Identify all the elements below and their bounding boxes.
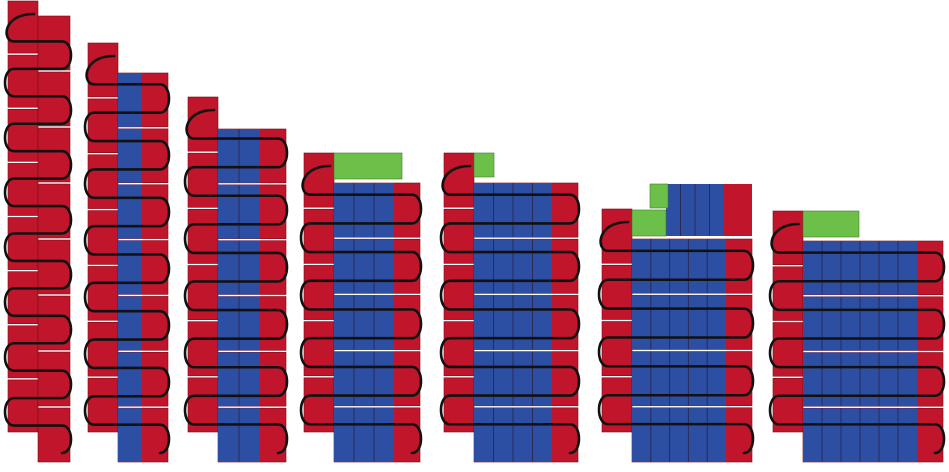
blue-region — [334, 407, 394, 462]
blue-region — [334, 351, 394, 406]
right-segment — [37, 183, 71, 239]
left-segment — [443, 152, 475, 208]
green-block — [802, 210, 860, 238]
right-segment — [37, 239, 71, 295]
left-segment — [601, 264, 633, 320]
left-segment — [7, 0, 39, 54]
left-segment — [303, 208, 335, 264]
stage-4 — [299, 152, 423, 463]
serpentine-path — [183, 108, 289, 455]
stage-2 — [83, 42, 171, 463]
left-segment — [187, 209, 219, 264]
blue-region — [118, 240, 142, 295]
blue-region — [632, 407, 726, 462]
blue-region — [118, 352, 142, 407]
blue-region — [632, 295, 726, 350]
blue-region — [118, 296, 142, 351]
left-segment — [303, 265, 335, 320]
blue-region — [632, 351, 726, 406]
left-segment — [443, 265, 475, 320]
right-segment — [37, 295, 71, 351]
right-segment — [37, 71, 71, 127]
left-segment — [187, 265, 219, 320]
serpentine-path — [597, 220, 755, 455]
blue-region — [118, 128, 142, 183]
blue-region — [334, 183, 394, 238]
left-segment — [87, 210, 119, 265]
blue-region — [334, 239, 394, 294]
serpentine-path — [83, 54, 171, 455]
serpentine-path — [299, 164, 423, 455]
stage-6 — [597, 183, 755, 463]
left-segment — [7, 163, 39, 216]
stage-3 — [183, 96, 289, 463]
blue-region — [118, 408, 142, 462]
serpentine-path — [768, 222, 946, 455]
left-segment — [772, 266, 804, 321]
left-segment — [87, 154, 119, 209]
right-segment — [37, 127, 71, 183]
left-segment — [187, 96, 219, 152]
left-segment — [7, 54, 39, 108]
blue-region — [334, 295, 394, 350]
stage-7 — [768, 210, 946, 463]
blue-region — [118, 73, 142, 127]
left-segment — [187, 152, 219, 208]
blue-region — [118, 184, 142, 239]
left-segment — [87, 377, 119, 433]
green-block — [473, 152, 495, 178]
blue-region — [632, 239, 726, 294]
left-segment — [7, 379, 39, 433]
left-segment — [87, 98, 119, 154]
green-block — [333, 152, 403, 180]
left-segment — [303, 152, 335, 208]
stage-1 — [3, 0, 73, 463]
left-segment — [7, 108, 39, 162]
left-segment — [772, 210, 804, 266]
green-block — [631, 209, 667, 237]
serpentine-path — [3, 12, 73, 455]
green-block — [649, 183, 669, 209]
left-segment — [443, 208, 475, 264]
left-segment — [87, 42, 119, 98]
left-segment — [601, 208, 633, 264]
left-segment — [7, 325, 39, 379]
serpentine-path — [439, 164, 581, 455]
right-segment — [37, 407, 71, 463]
stage-5 — [439, 152, 581, 463]
